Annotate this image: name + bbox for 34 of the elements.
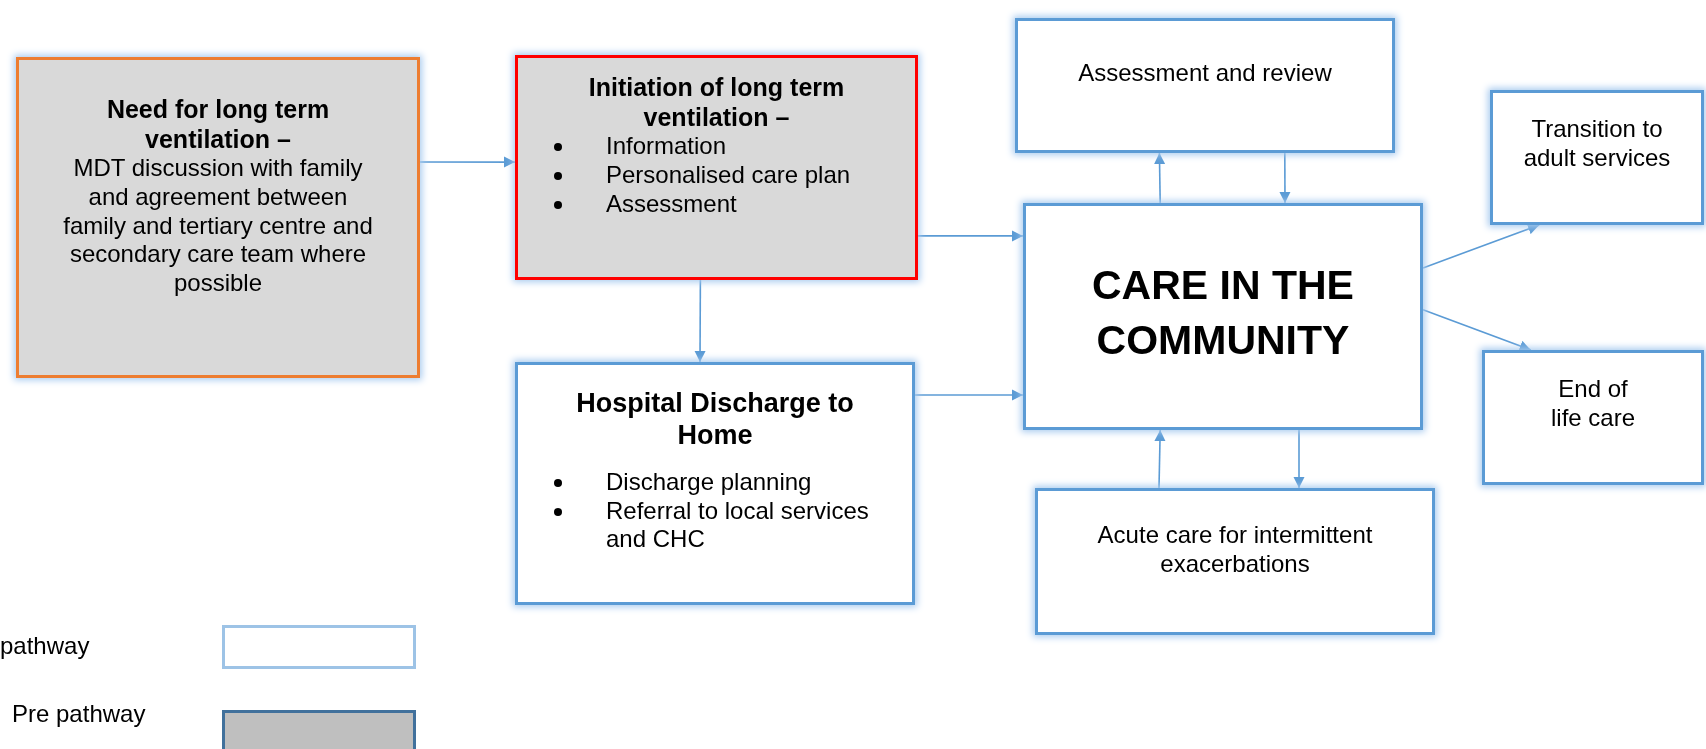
process-box (16, 57, 420, 378)
legend-label: Pre pathway (12, 700, 146, 729)
box-heading: Hospital Discharge to Home (575, 387, 855, 452)
arrow (1154, 152, 1166, 204)
arrow (917, 230, 1024, 242)
process-box (1482, 350, 1704, 485)
bullet-item: Personalised care plan (606, 160, 851, 188)
arrow (1422, 308, 1532, 352)
arrow (694, 279, 706, 363)
process-box (1023, 203, 1423, 430)
box-text: Transition to adult services (1522, 115, 1672, 173)
arrow (1279, 152, 1291, 204)
bullet-item: Assessment (606, 189, 737, 217)
bullet-item: Discharge planning (606, 467, 812, 495)
box-heading: Initiation of long term ventilation – (587, 72, 846, 132)
arrow (419, 156, 516, 168)
legend-label: pathway (0, 632, 90, 661)
box-text: MDT discussion with family and agreement between family and tertiary centre and secondary care team where possible (63, 154, 373, 298)
process-box (515, 55, 918, 280)
bullet-item: Referral to local services and CHC (606, 496, 869, 553)
process-box (1490, 90, 1704, 225)
process-box (1015, 18, 1395, 153)
arrow (914, 389, 1024, 401)
box-title: CARE IN THE COMMUNITY (1091, 261, 1355, 366)
arrow (1293, 429, 1305, 489)
process-box (515, 362, 915, 605)
arrow (1154, 429, 1166, 489)
arrow (1422, 223, 1540, 269)
process-box (1035, 488, 1435, 635)
box-text: End of life care (1549, 375, 1636, 433)
box-text: Acute care for intermittent exacerbations (1096, 521, 1374, 579)
box-text: Assessment and review (1077, 59, 1333, 88)
box-heading: Need for long term ventilation – (105, 94, 331, 154)
bullet-item: Information (606, 132, 727, 159)
